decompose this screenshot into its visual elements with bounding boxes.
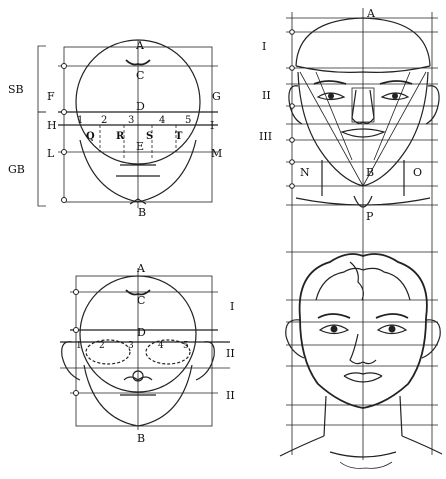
diagram-3-left-pupil	[328, 93, 334, 99]
diagram-2-right-ear	[196, 342, 214, 380]
diagram-3: A B N O P I II III	[259, 7, 442, 468]
diagram-3-construction-line	[316, 72, 352, 160]
diagram-2-division: 3	[128, 341, 134, 351]
diagram-3-construction-line	[374, 72, 410, 160]
portrait-chest-line	[340, 462, 392, 468]
diagram-1-eye-point: T	[175, 131, 183, 142]
diagram-1-eye-point: Q	[86, 131, 95, 142]
diagram-1-division: 4	[159, 115, 165, 126]
diagram-1-label-l: L	[47, 147, 55, 160]
diagram-1-dot	[62, 198, 67, 203]
diagram-1-label-d: D	[136, 100, 145, 113]
diagram-3-right-brow	[380, 81, 412, 84]
portrait-right-pupil	[389, 326, 396, 333]
diagram-3-label-o: O	[413, 166, 422, 179]
diagram-1: A C D E B F G H I L M SB GB 1 2 3 4 5 Q …	[8, 39, 222, 219]
diagram-2-division: 1	[76, 341, 82, 351]
diagram-3-label-p: P	[366, 210, 374, 223]
portrait-neck-right	[400, 396, 402, 436]
diagram-3-roman: I	[262, 40, 266, 53]
diagram-3-roman: III	[259, 130, 272, 143]
portrait-right-brow	[376, 314, 408, 318]
portrait-neck-left	[324, 396, 326, 436]
diagram-2-roman: I	[230, 300, 234, 313]
diagram-1-dot	[62, 150, 67, 155]
diagram-2-roman: II	[226, 389, 235, 402]
diagram-1-label-gb: GB	[8, 163, 25, 176]
diagram-2-left-eye-oval	[86, 340, 130, 364]
diagram-1-label-c: C	[136, 69, 144, 82]
diagram-1-division: 2	[101, 115, 107, 126]
diagram-2-label-a: A	[136, 262, 146, 275]
diagram-3-right-ear	[426, 86, 439, 124]
diagram-1-label-a: A	[135, 39, 145, 52]
diagram-1-label-f: F	[47, 90, 55, 103]
diagram-2-roman: II	[226, 347, 235, 360]
diagram-1-dot	[62, 64, 67, 69]
diagram-3-dot	[290, 138, 295, 143]
portrait-hair-wave	[316, 268, 363, 300]
portrait-left-brow	[318, 314, 350, 318]
diagram-2-label-b: B	[137, 432, 145, 445]
diagram-1-eye-point: R	[116, 131, 125, 142]
diagram-3-dot	[290, 66, 295, 71]
portrait-left-shoulder	[280, 436, 324, 456]
diagram-2-division: 2	[99, 341, 105, 351]
diagram-3-left-brow	[314, 81, 346, 84]
portrait-left-pupil	[331, 326, 338, 333]
diagram-2-dot	[74, 328, 79, 333]
diagram-1-label-i: I	[210, 119, 214, 132]
diagram-2-label-c: C	[137, 294, 145, 307]
diagram-1-division: 3	[128, 115, 134, 126]
portrait-right-shoulder	[402, 436, 442, 454]
diagram-1-label-g: G	[212, 90, 221, 103]
portrait-hair-part	[350, 262, 363, 300]
diagram-1-division: 5	[185, 115, 191, 126]
diagram-2-dot	[74, 290, 79, 295]
diagram-1-brace-gb	[38, 112, 46, 206]
diagram-3-roman: II	[262, 89, 271, 102]
diagram-3-dot	[290, 160, 295, 165]
diagram-1-label-h: H	[47, 119, 57, 132]
diagram-3-label-a: A	[366, 7, 376, 20]
diagram-2-division: 4	[158, 341, 164, 351]
portrait-hair-wave	[363, 268, 410, 300]
diagram-2-label-d: D	[137, 326, 146, 339]
diagram-1-label-m: M	[211, 147, 222, 160]
diagram-3-label-b: B	[366, 166, 374, 179]
diagram-1-brace-sb	[38, 46, 46, 112]
diagram-2: A C D B 1 2 3 4 5 I II II	[60, 262, 235, 445]
diagram-3-dot	[290, 30, 295, 35]
diagram-1-division: 1	[77, 115, 83, 126]
diagram-3-label-n: N	[300, 166, 310, 179]
diagram-1-label-sb: SB	[8, 83, 24, 96]
diagram-1-label-b: B	[138, 206, 146, 219]
diagram-2-dot	[74, 391, 79, 396]
diagram-1-label-e: E	[136, 140, 144, 153]
diagram-1-dot	[62, 110, 67, 115]
diagram-2-division: 5	[183, 341, 189, 351]
diagram-3-dot	[290, 184, 295, 189]
diagram-3-right-pupil	[392, 93, 398, 99]
diagram-1-eye-point: S	[146, 131, 153, 142]
